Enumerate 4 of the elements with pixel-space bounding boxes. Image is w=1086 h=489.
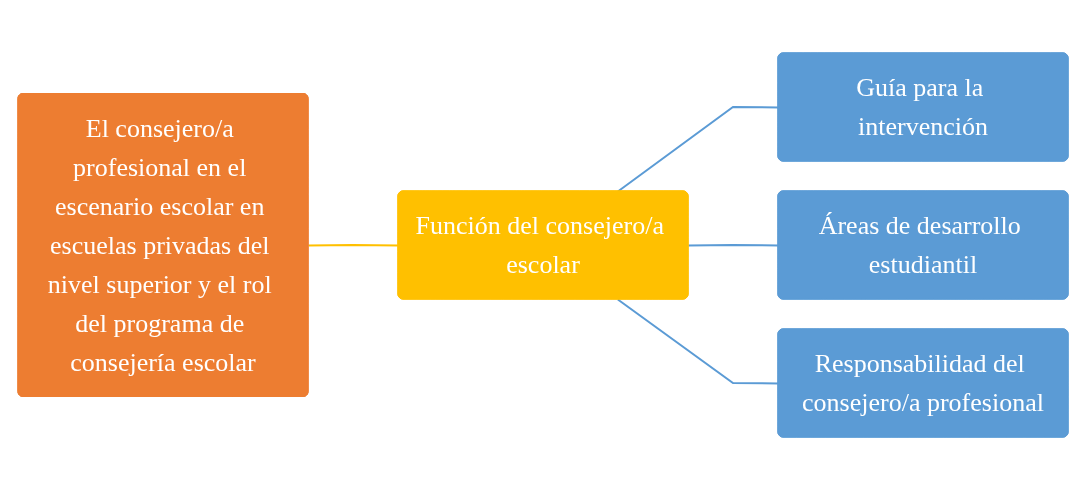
connector — [687, 243, 780, 246]
connector — [616, 105, 780, 192]
connector — [616, 298, 780, 384]
connector — [307, 243, 400, 246]
